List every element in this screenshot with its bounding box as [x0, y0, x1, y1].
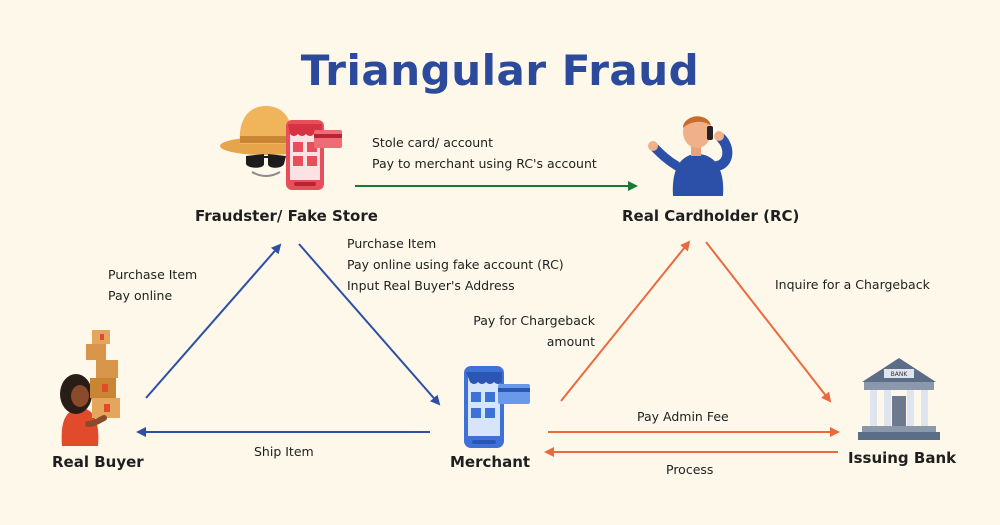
node-merchant: Merchant [450, 453, 531, 471]
label-line: amount [546, 334, 595, 349]
node-cardholder: Real Cardholder (RC) [622, 207, 800, 225]
node-real-buyer: Real Buyer [52, 453, 144, 471]
bank-sign-label: BANK [891, 371, 909, 378]
arrow-buyer-to-fraudster [145, 243, 282, 399]
label-line: Pay to merchant using RC's account [372, 156, 597, 171]
person-on-phone-icon [648, 116, 733, 196]
label-line: Input Real Buyer's Address [347, 278, 515, 293]
label-merchant-to-cardholder: Pay for Chargeback amount [455, 310, 595, 352]
label-line: Purchase Item [347, 236, 437, 251]
label-bank-to-merchant: Process [666, 462, 714, 477]
arrow-merchant-to-cardholder [560, 240, 691, 402]
label-merchant-to-buyer: Ship Item [254, 444, 314, 459]
node-fraudster: Fraudster/ Fake Store [195, 207, 378, 225]
merchant-phone-icon [464, 366, 530, 448]
label-fraudster-to-merchant: Purchase Item Pay online using fake acco… [347, 233, 564, 296]
label-line: Stole card/ account [372, 135, 493, 150]
label-buyer-to-fraudster: Purchase Item Pay online [108, 264, 197, 306]
node-issuing-bank: Issuing Bank [848, 449, 957, 467]
label-line: Purchase Item [108, 267, 198, 282]
arrow-cardholder-to-bank [705, 241, 832, 403]
bank-building-icon: BANK [858, 358, 940, 440]
label-line: Pay for Chargeback [473, 313, 595, 328]
arrow-fraudster-to-merchant [298, 243, 441, 406]
spy-hat-icon [220, 106, 342, 190]
label-line: Pay online using fake account (RC) [347, 257, 564, 272]
label-fraudster-to-cardholder: Stole card/ account Pay to merchant usin… [372, 132, 597, 174]
label-cardholder-to-bank: Inquire for a Chargeback [775, 277, 930, 292]
buyer-with-boxes-icon [60, 330, 120, 446]
label-merchant-to-bank: Pay Admin Fee [637, 409, 729, 424]
label-line: Pay online [108, 288, 173, 303]
fake-store-phone-icon [286, 120, 342, 190]
page-title: Triangular Fraud [300, 46, 700, 95]
